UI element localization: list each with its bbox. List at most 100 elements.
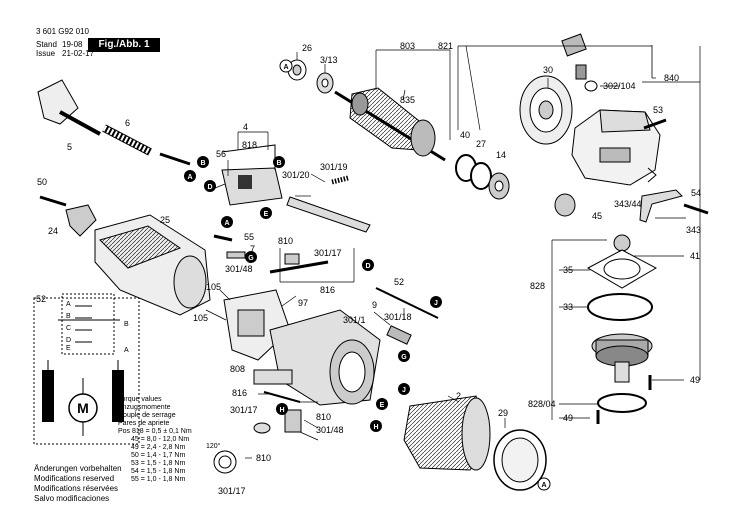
svg-text:B: B: [276, 160, 281, 167]
screw-53: [643, 118, 667, 130]
svg-text:A: A: [224, 220, 229, 227]
label-343: 343: [686, 225, 701, 235]
plate-808: [253, 369, 293, 385]
callout-g-2: G: [398, 350, 410, 362]
svg-text:E: E: [380, 402, 385, 409]
label-97: 97: [298, 298, 308, 308]
label-53: 53: [653, 105, 663, 115]
label-835: 835: [400, 95, 415, 105]
cord-6: [102, 124, 191, 166]
stator-2: [403, 395, 491, 471]
circuit-letter-a-left: A: [66, 301, 71, 308]
bearing-41: [613, 234, 631, 252]
label-808: 808: [230, 364, 245, 374]
label-818: 818: [242, 140, 257, 150]
label-301-18: 301/18: [384, 312, 412, 322]
label-105-b: 105: [193, 313, 208, 323]
label-52-rod: 52: [394, 277, 404, 287]
label-840: 840: [664, 73, 679, 83]
rod-52: [375, 287, 439, 319]
label-41: 41: [690, 251, 700, 261]
bearing-313: [316, 72, 334, 94]
spring-301-19: [331, 175, 349, 185]
brush-cap: [253, 422, 271, 434]
brush-holder-7: [226, 251, 246, 259]
label-54: 54: [691, 188, 701, 198]
callout-a-4: A: [537, 477, 551, 491]
screw-50: [39, 195, 67, 207]
label-301-48-top: 301/48: [225, 264, 253, 274]
brush-810b: [284, 409, 302, 433]
label-821: 821: [438, 41, 453, 51]
label-301-17-mid: 301/17: [230, 405, 258, 415]
guard-29: [493, 429, 547, 491]
svg-text:A: A: [541, 482, 546, 489]
label-40: 40: [460, 130, 470, 140]
callout-j-1: J: [430, 296, 442, 308]
lever-343-44: [639, 167, 683, 223]
stand-label: Stand: [36, 40, 57, 49]
torque-heading: Torque values Anzugsmomente Couple de se…: [118, 396, 176, 427]
washer-27: [470, 162, 492, 190]
label-301-1: 301/1: [343, 315, 366, 325]
label-14: 14: [496, 150, 506, 160]
label-105-a: 105: [206, 282, 221, 292]
gear-housing-840: [571, 109, 661, 186]
spring-810: [213, 450, 237, 474]
label-30: 30: [543, 65, 553, 75]
svg-text:G: G: [401, 354, 407, 361]
svg-text:G: G: [248, 255, 254, 262]
circuit-letter-e: E: [66, 345, 71, 352]
wiring-diagram: M A B C D E B A: [33, 293, 140, 445]
tab-301-18: [386, 325, 412, 345]
gear-assembly: [591, 333, 653, 383]
label-6: 6: [125, 118, 130, 128]
label-816-bottom: 816: [232, 388, 247, 398]
callout-d-1: D: [204, 180, 216, 192]
label-49-upper: 49: [690, 375, 700, 385]
doc-number: 3 601 G92 010: [36, 27, 89, 36]
housing-301-1: [269, 309, 381, 406]
leader-lines: [205, 45, 701, 459]
callout-e-1: E: [260, 207, 272, 219]
brush-810: [284, 253, 300, 265]
callout-a-1: A: [279, 59, 293, 73]
label-301-17-top: 301/17: [314, 248, 342, 258]
label-25: 25: [160, 215, 170, 225]
label-4: 4: [243, 122, 248, 132]
issue-date: 21-02-17: [62, 49, 95, 58]
callout-e-2: E: [376, 398, 388, 410]
label-49-lower: 49: [563, 413, 573, 423]
callout-d-2: D: [362, 259, 374, 271]
circuit-letter-b-left: B: [66, 313, 71, 320]
label-810-mid: 810: [316, 412, 331, 422]
callout-h-1: H: [276, 403, 288, 415]
label-27: 27: [476, 139, 486, 149]
svg-text:D: D: [207, 184, 212, 191]
callout-b-2: B: [273, 156, 285, 168]
rod-816b: [263, 391, 301, 403]
footer-note: Änderungen vorbehalten Modifications res…: [34, 464, 122, 503]
callout-g-1: G: [245, 251, 257, 263]
circuit-letter-b-right: B: [124, 321, 129, 328]
callout-j-2: J: [398, 383, 410, 395]
svg-text:A: A: [283, 64, 288, 71]
label-5: 5: [67, 142, 72, 152]
svg-text:H: H: [373, 424, 378, 431]
torque-values: Pos 818 = 0,5 ± 0,1 Nm 45 = 8,0 - 12,0 N…: [118, 428, 192, 483]
label-7: 7: [250, 244, 255, 254]
stand-date: 19-08: [62, 40, 83, 49]
svg-text:A: A: [187, 174, 192, 181]
svg-text:H: H: [279, 407, 284, 414]
circuit-letter-d: D: [66, 337, 71, 344]
circuit-letter-a-right: A: [124, 347, 129, 354]
callout-h-2: H: [370, 420, 382, 432]
label-828-04: 828/04: [528, 399, 556, 409]
bearing-14: [488, 172, 510, 200]
label-2: 2: [456, 391, 461, 401]
label-33: 33: [563, 302, 573, 312]
callout-a-2: A: [184, 170, 196, 182]
label-45: 45: [592, 211, 602, 221]
label-828: 828: [530, 281, 545, 291]
